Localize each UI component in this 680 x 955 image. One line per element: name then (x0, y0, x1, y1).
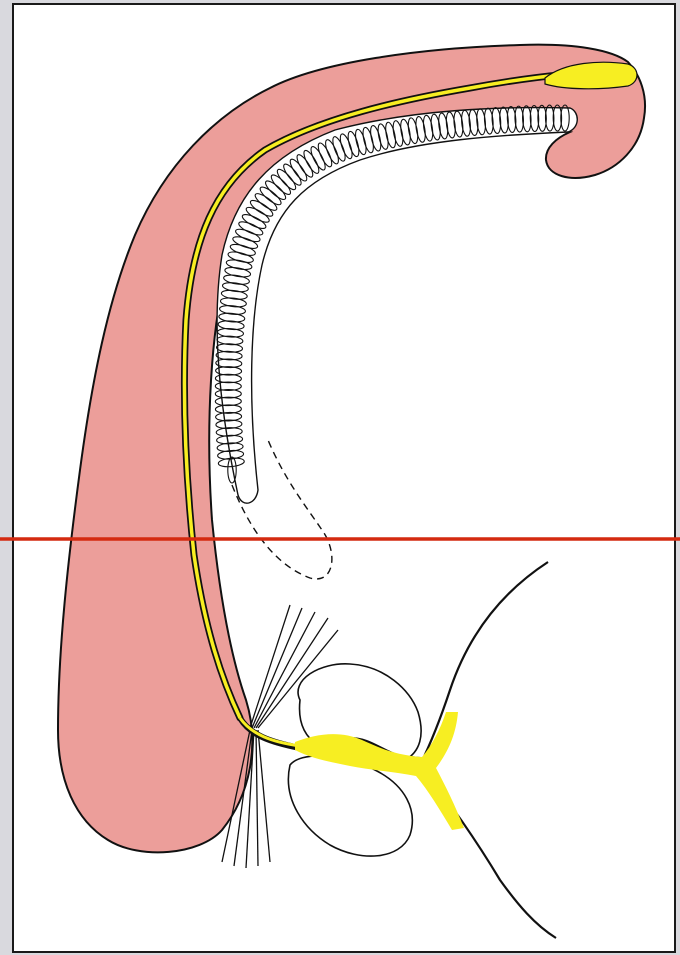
coil-envelope (217, 108, 577, 504)
